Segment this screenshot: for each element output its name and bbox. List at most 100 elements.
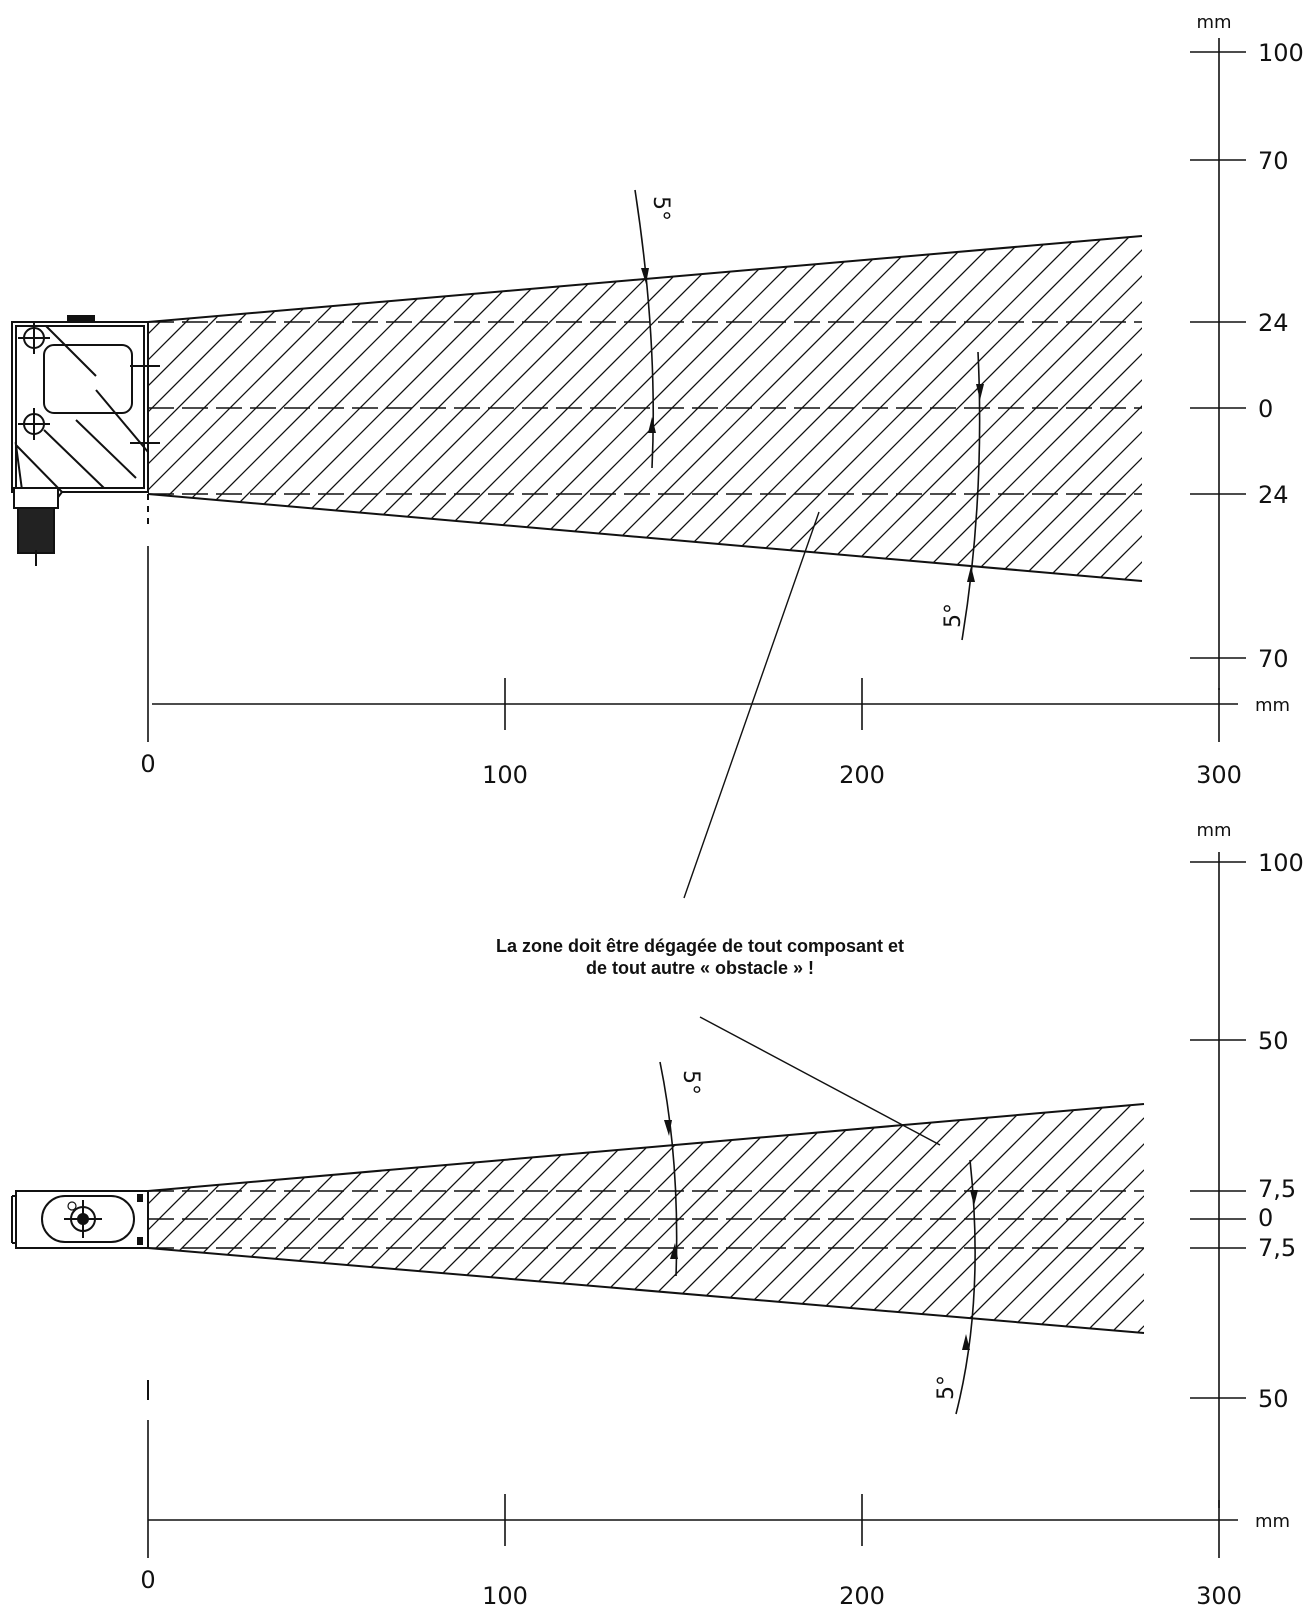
- side-y-axis: [1190, 852, 1246, 1508]
- hatch-line: [983, 236, 1142, 581]
- top-beam-zone: [147, 235, 1143, 582]
- side-angle-label-lower: 5°: [934, 1375, 959, 1400]
- top-view: 5° 5° 0 100 200 300 mm: [11, 12, 1304, 899]
- hatch-line: [557, 1104, 799, 1333]
- side-beam-zone: [147, 1103, 1145, 1334]
- hatch-line: [567, 236, 929, 581]
- sensor-front-view: [11, 315, 160, 566]
- hatch-line: [1077, 1104, 1144, 1333]
- hatch-line: [1113, 236, 1142, 581]
- hatch-line: [453, 1104, 695, 1333]
- hatch-line: [1025, 1104, 1144, 1333]
- hatch-line: [148, 1104, 357, 1333]
- top-x-unit-label: mm: [1255, 695, 1290, 716]
- hatch-line: [775, 236, 1137, 581]
- hatch-line: [479, 1104, 721, 1333]
- top-x-tick-label: 0: [140, 750, 155, 778]
- hatch-line: [1129, 1104, 1144, 1333]
- top-x-tick-label: 200: [839, 761, 885, 789]
- top-x-tick-label: 300: [1196, 761, 1242, 789]
- hatch-line: [375, 1104, 617, 1333]
- hatch-line: [869, 1104, 1111, 1333]
- hatch-line: [749, 236, 1111, 581]
- top-angle-marker-upper: [634, 189, 656, 469]
- sensor-side-view: [11, 1190, 149, 1400]
- clearance-note-line-2: de tout autre « obstacle » !: [585, 958, 815, 978]
- side-leader-line: [699, 1016, 941, 1146]
- hatch-line: [879, 236, 1142, 581]
- hatch-line: [427, 1104, 669, 1333]
- hatch-line: [817, 1104, 1059, 1333]
- hatch-line: [255, 236, 617, 581]
- side-x-tick-label: 300: [1196, 1582, 1242, 1610]
- side-y-tick-label: 7,5: [1258, 1234, 1296, 1262]
- hatch-line: [307, 236, 669, 581]
- top-y-tick-label: 24: [1258, 481, 1289, 509]
- hatch-line: [905, 236, 1142, 581]
- hatch-line: [1051, 1104, 1144, 1333]
- hatch-line: [245, 1104, 487, 1333]
- hatch-line: [791, 1104, 1033, 1333]
- side-angle-marker-lower: [955, 1159, 978, 1415]
- hatch-line: [531, 1104, 773, 1333]
- side-y-tick-label: 50: [1258, 1027, 1289, 1055]
- hatch-line: [619, 236, 981, 581]
- hatch-line: [1139, 236, 1142, 581]
- hatch-line: [323, 1104, 565, 1333]
- side-y-tick-label: 100: [1258, 849, 1304, 877]
- hatch-line: [219, 1104, 461, 1333]
- hatch-line: [385, 236, 747, 581]
- hatch-line: [271, 1104, 513, 1333]
- hatch-line: [999, 1104, 1144, 1333]
- top-y-tick-label: 0: [1258, 395, 1273, 423]
- side-x-axis: [147, 1420, 1238, 1558]
- top-x-axis: [147, 546, 1238, 742]
- top-angle-marker-lower: [961, 351, 984, 641]
- side-y-tick-label: 0: [1258, 1204, 1273, 1232]
- top-y-tick-label: 70: [1258, 645, 1289, 673]
- hatch-line: [401, 1104, 643, 1333]
- top-angle-label-lower: 5°: [941, 603, 966, 628]
- top-leader-line: [683, 511, 820, 899]
- clearance-note: La zone doit être dégagée de tout compos…: [380, 935, 1020, 979]
- hatch-line: [167, 1104, 409, 1333]
- hatch-line: [359, 236, 721, 581]
- hatch-line: [853, 236, 1142, 581]
- top-y-tick-label: 100: [1258, 39, 1304, 67]
- side-x-tick-label: 0: [140, 1566, 155, 1594]
- hatch-line: [229, 236, 591, 581]
- top-angle-label-upper: 5°: [648, 196, 673, 221]
- hatch-line: [697, 236, 1059, 581]
- hatch-line: [931, 236, 1142, 581]
- side-y-tick-label: 7,5: [1258, 1175, 1296, 1203]
- hatch-line: [895, 1104, 1137, 1333]
- hatch-line: [203, 236, 565, 581]
- hatch-line: [827, 236, 1142, 581]
- hatch-line: [801, 236, 1142, 581]
- hatch-line: [505, 1104, 747, 1333]
- hatch-line: [541, 236, 903, 581]
- hatch-line: [713, 1104, 955, 1333]
- top-y-tick-label: 24: [1258, 309, 1289, 337]
- hatch-line: [193, 1104, 435, 1333]
- side-angle-marker-upper: [659, 1061, 678, 1277]
- hatch-line: [333, 236, 695, 581]
- hatch-line: [148, 236, 487, 581]
- hatch-line: [1087, 236, 1142, 581]
- side-y-tick-label: 50: [1258, 1385, 1289, 1413]
- hatch-line: [723, 236, 1085, 581]
- top-y-unit-label: mm: [1196, 12, 1231, 33]
- hatch-line: [489, 236, 851, 581]
- top-x-tick-label: 100: [482, 761, 528, 789]
- hatch-line: [148, 236, 461, 581]
- side-x-tick-label: 200: [839, 1582, 885, 1610]
- hatch-line: [921, 1104, 1144, 1333]
- top-y-tick-label: 70: [1258, 147, 1289, 175]
- hatch-line: [1061, 236, 1142, 581]
- hatch-line: [957, 236, 1142, 581]
- hatch-line: [671, 236, 1033, 581]
- hatch-line: [645, 236, 1007, 581]
- clearance-note-line-1: La zone doit être dégagée de tout compos…: [495, 936, 905, 956]
- top-y-axis: [1190, 38, 1246, 690]
